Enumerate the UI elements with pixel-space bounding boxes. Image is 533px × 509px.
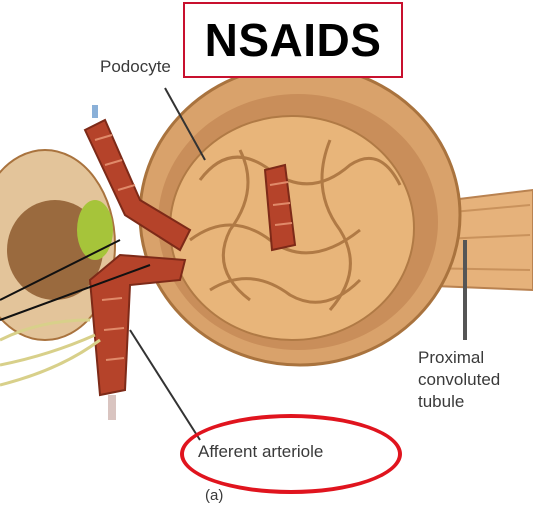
highlight-ellipse — [180, 414, 402, 494]
title: NSAIDS — [205, 13, 382, 67]
label-podocyte: Podocyte — [100, 56, 171, 78]
label-line: convoluted — [418, 369, 528, 391]
title-box: NSAIDS — [183, 2, 403, 78]
label-line: Proximal — [418, 347, 528, 369]
label-panel: (a) — [205, 485, 223, 507]
label-line: tubule — [418, 391, 528, 413]
glomerular-capsule — [140, 65, 460, 365]
label-proximal-convoluted-tubule: Proximal convoluted tubule — [418, 347, 528, 413]
